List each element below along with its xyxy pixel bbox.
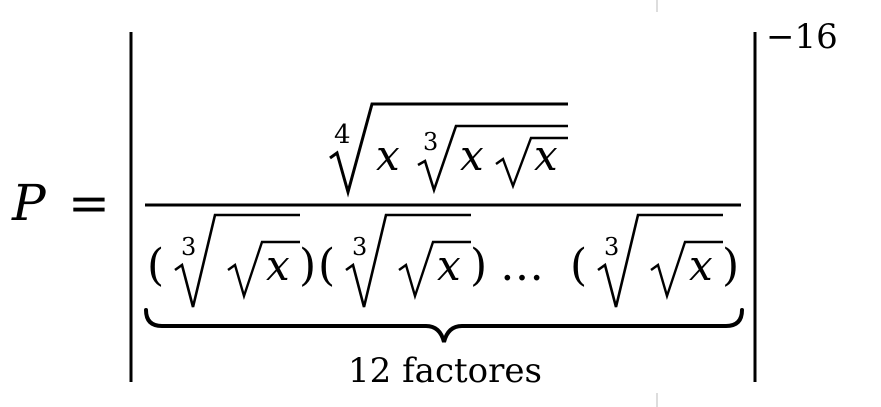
- open-paren: (: [570, 240, 587, 291]
- cube-root-index: 3: [604, 233, 619, 261]
- outer-radical-sign: [329, 102, 568, 198]
- equals-sign: =: [68, 174, 110, 232]
- inner-variable: x: [460, 131, 484, 180]
- close-paren: ): [470, 240, 487, 291]
- sqrt-variable: x: [534, 131, 558, 180]
- underbrace-label: 12 factores: [348, 351, 542, 391]
- numerator: 4 x 3 x x: [329, 102, 568, 198]
- open-paren: (: [318, 240, 335, 291]
- factor-variable: x: [437, 241, 461, 290]
- sqrt-sign: [495, 136, 568, 190]
- denominator-factor: ( 3 x ): [570, 213, 739, 308]
- cube-root-index: 3: [352, 233, 367, 261]
- cube-root-sign: [174, 213, 300, 308]
- denominator-factor: ( 3 x ): [318, 213, 487, 308]
- exponent: −16: [766, 17, 838, 57]
- inner-root-index: 3: [423, 128, 438, 156]
- lhs-variable: P: [11, 174, 47, 232]
- sqrt-sign: [227, 240, 300, 301]
- denominator-factor: ( 3 x ): [147, 213, 316, 308]
- open-paren: (: [147, 240, 164, 291]
- close-paren: ): [299, 240, 316, 291]
- sqrt-sign: [650, 240, 723, 301]
- ellipsis: …: [500, 240, 544, 291]
- cube-root-sign: [597, 213, 723, 308]
- underbrace: [144, 308, 744, 343]
- cube-root-index: 3: [181, 233, 196, 261]
- outer-variable: x: [376, 131, 400, 180]
- sqrt-sign: [398, 240, 471, 301]
- factor-variable: x: [689, 241, 713, 290]
- outer-root-index: 4: [334, 120, 351, 150]
- factor-variable: x: [266, 241, 290, 290]
- inner-radical-sign: [417, 124, 568, 195]
- denominator: ( 3 x ) ( 3 x ) … ( 3 x ): [147, 213, 739, 308]
- close-paren: ): [722, 240, 739, 291]
- cube-root-sign: [345, 213, 471, 308]
